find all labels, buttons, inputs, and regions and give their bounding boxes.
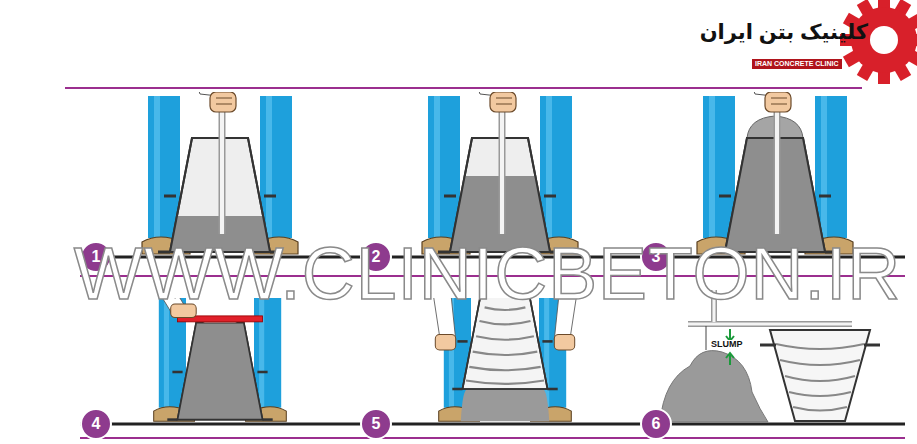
slump-label: SLUMP [709, 340, 745, 350]
step-five-figure [430, 298, 580, 421]
step-two-figure [422, 92, 578, 254]
callout-number: 3 [652, 248, 661, 266]
watermark: WWW.CLINICBETON.IR [74, 234, 902, 315]
callout-number: 1 [92, 248, 101, 266]
callout-number: 4 [92, 415, 101, 433]
step-three-figure [697, 92, 853, 254]
step-one-figure [142, 92, 298, 254]
logo-subtitle: IRAN CONCRETE CLINIC [752, 59, 842, 69]
step-four-figure [148, 298, 287, 421]
callout-number: 2 [372, 248, 381, 266]
callout-number: 6 [652, 415, 661, 433]
callout-number: 5 [372, 415, 381, 433]
logo-title: کلینیک بتن ایران [700, 20, 868, 43]
